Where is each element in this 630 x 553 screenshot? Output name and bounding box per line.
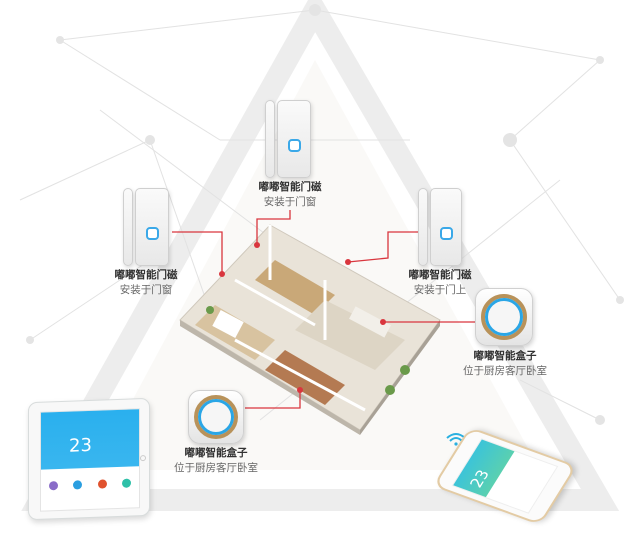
device-subtitle: 安装于门窗 — [119, 284, 173, 296]
indicator-icon — [288, 139, 301, 152]
device-title: 嘟嘟智能门磁 — [114, 269, 178, 281]
label-smart-box-right: 嘟嘟智能盒子 位于厨房客厅卧室 — [445, 349, 565, 379]
device-title: 嘟嘟智能门磁 — [408, 269, 472, 281]
home-button[interactable] — [140, 455, 146, 462]
device-subtitle: 位于厨房客厅卧室 — [174, 462, 258, 474]
smart-box-right — [475, 288, 533, 346]
app-icon[interactable] — [48, 481, 58, 491]
device-subtitle: 位于厨房客厅卧室 — [463, 365, 547, 377]
label-door-sensor-top: 嘟嘟智能门磁 安装于门窗 — [230, 180, 350, 210]
tablet-screen: 23 — [40, 408, 140, 512]
label-smart-box-bottom: 嘟嘟智能盒子 位于厨房客厅卧室 — [156, 446, 276, 476]
device-title: 嘟嘟智能门磁 — [258, 181, 322, 193]
device-subtitle: 安装于门窗 — [263, 196, 317, 208]
app-icon[interactable] — [97, 479, 107, 489]
device-title: 嘟嘟智能盒子 — [184, 447, 248, 459]
floor-plan-illustration — [179, 224, 441, 435]
door-sensor-left — [123, 188, 171, 268]
label-door-sensor-right: 嘟嘟智能门磁 安装于门上 — [380, 268, 500, 298]
door-sensor-top — [265, 100, 313, 180]
label-door-sensor-left: 嘟嘟智能门磁 安装于门窗 — [86, 268, 206, 298]
indicator-icon — [440, 227, 453, 240]
door-sensor-right — [418, 188, 462, 268]
device-title: 嘟嘟智能盒子 — [473, 350, 537, 362]
tablet-device: 23 — [28, 397, 150, 521]
smart-box-bottom — [188, 390, 244, 444]
phone-temperature: 23 — [466, 467, 494, 490]
device-subtitle: 安装于门上 — [413, 284, 467, 296]
app-icon[interactable] — [73, 480, 83, 490]
tablet-temperature: 23 — [69, 434, 92, 457]
indicator-icon — [146, 227, 159, 240]
app-icon[interactable] — [122, 478, 132, 488]
